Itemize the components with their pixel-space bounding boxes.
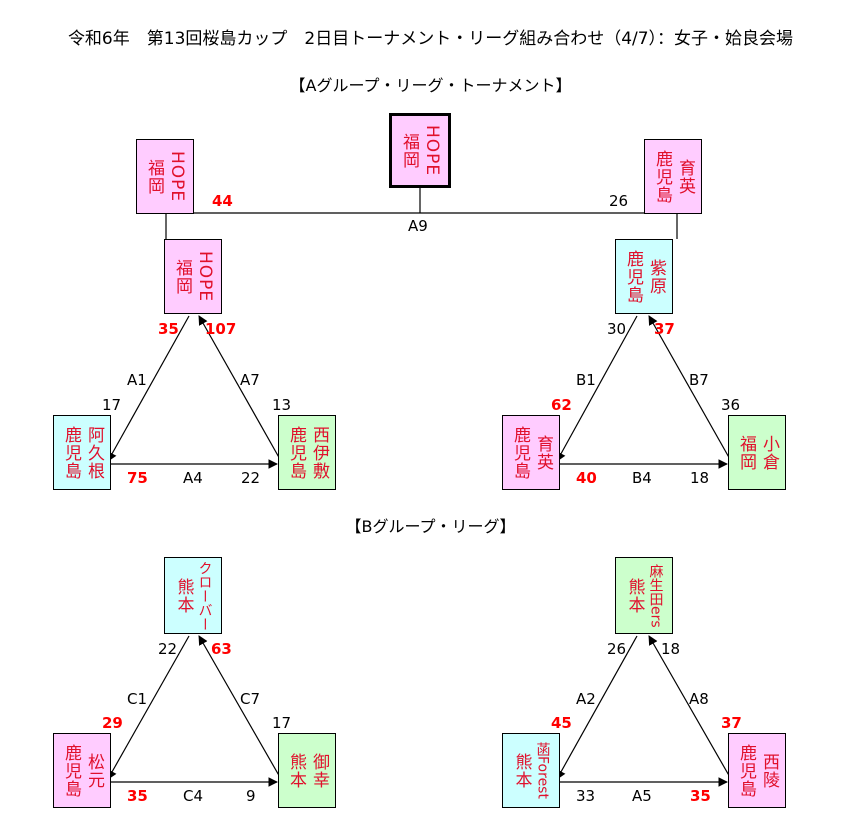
team-name: 松元 bbox=[84, 752, 104, 789]
team-box-hope-left: HOPE 福岡 bbox=[136, 139, 194, 214]
score-b1-top-left: 22 bbox=[158, 640, 178, 658]
team-region: 熊本 bbox=[173, 577, 194, 614]
match-c1: C1 bbox=[127, 690, 148, 708]
team-name: 西陵 bbox=[759, 752, 779, 789]
score-a2-top-right: 37 bbox=[654, 320, 675, 338]
score-b1-left-top: 29 bbox=[102, 714, 123, 732]
match-b1: B1 bbox=[576, 371, 596, 389]
score-a1-top-left: 35 bbox=[158, 320, 179, 338]
team-region: 鹿児島 bbox=[652, 149, 672, 204]
score-a2-left-top: 62 bbox=[551, 396, 572, 414]
section-a-title: 【Aグループ・リーグ・トーナメント】 bbox=[289, 76, 572, 95]
team-region: 鹿児島 bbox=[510, 425, 530, 480]
score-b2-top-right: 18 bbox=[661, 640, 681, 658]
final-match-label: A9 bbox=[408, 217, 428, 235]
match-a2: A2 bbox=[576, 690, 596, 708]
team-box-matsumoto: 松元 鹿児島 bbox=[53, 733, 111, 808]
team-name: 小倉 bbox=[759, 434, 779, 471]
team-name: 麻生田ers bbox=[647, 563, 664, 628]
team-box-forest: 菡Forest 熊本 bbox=[502, 733, 560, 808]
match-a7: A7 bbox=[240, 371, 260, 389]
match-a4: A4 bbox=[183, 469, 203, 487]
score-a1-left-bottom: 75 bbox=[127, 469, 148, 487]
score-b1-right-bottom: 9 bbox=[246, 787, 256, 805]
team-box-akune: 阿久根 鹿児島 bbox=[53, 415, 111, 490]
team-box-nishiryo: 西陵 鹿児島 bbox=[728, 733, 786, 808]
team-box-hope-a: HOPE 福岡 bbox=[164, 239, 222, 314]
team-region: 鹿児島 bbox=[623, 249, 643, 304]
team-name: HOPE bbox=[422, 124, 442, 177]
team-name: 育英 bbox=[533, 434, 553, 471]
team-name: 紫原 bbox=[646, 258, 666, 295]
team-box-kokura: 小倉 福岡 bbox=[728, 415, 786, 490]
team-name: 御幸 bbox=[309, 752, 329, 789]
final-left-score: 44 bbox=[212, 192, 233, 210]
team-name: 西伊敷 bbox=[309, 425, 329, 480]
page-title: 令和6年 第13回桜島カップ 2日目トーナメント・リーグ組み合わせ（4/7）：女… bbox=[67, 29, 794, 49]
a1-right-edge bbox=[198, 315, 282, 462]
team-region: 熊本 bbox=[286, 752, 306, 789]
b2-right-edge bbox=[648, 635, 732, 780]
match-a1: A1 bbox=[127, 371, 147, 389]
score-b1-right-top: 17 bbox=[272, 714, 292, 732]
match-a8: A8 bbox=[689, 690, 709, 708]
score-b2-left-bottom: 33 bbox=[576, 787, 596, 805]
score-b2-top-left: 26 bbox=[607, 640, 627, 658]
team-box-ikuei-right: 育英 鹿児島 bbox=[644, 139, 702, 214]
score-b2-left-top: 45 bbox=[551, 714, 572, 732]
b1-right-edge bbox=[198, 635, 282, 780]
score-b1-left-bottom: 35 bbox=[127, 787, 148, 805]
team-box-nishi-izaku: 西伊敷 鹿児島 bbox=[278, 415, 336, 490]
a2-right-edge bbox=[648, 315, 732, 462]
team-name: クローバー bbox=[196, 560, 213, 631]
team-box-clover: クローバー 熊本 bbox=[164, 557, 222, 634]
section-b-title: 【Bグループ・リーグ】 bbox=[345, 517, 516, 536]
team-name: 育英 bbox=[675, 158, 695, 195]
team-box-shibara: 紫原 鹿児島 bbox=[615, 239, 673, 314]
match-b7: B7 bbox=[689, 371, 709, 389]
team-region: 福岡 bbox=[144, 158, 164, 195]
score-a2-left-bottom: 40 bbox=[576, 469, 597, 487]
team-name: 阿久根 bbox=[84, 425, 104, 480]
team-name: 菡Forest bbox=[534, 742, 551, 799]
score-a1-top-right: 107 bbox=[205, 320, 237, 338]
team-region: 鹿児島 bbox=[736, 743, 756, 798]
team-region: 福岡 bbox=[736, 434, 756, 471]
b1-left-edge bbox=[107, 635, 190, 780]
team-box-miyuki: 御幸 熊本 bbox=[278, 733, 336, 808]
team-region: 鹿児島 bbox=[286, 425, 306, 480]
match-a5: A5 bbox=[632, 787, 652, 805]
team-region: 福岡 bbox=[172, 258, 192, 295]
score-a1-right-bottom: 22 bbox=[241, 469, 261, 487]
team-region: 熊本 bbox=[511, 752, 532, 789]
team-region: 福岡 bbox=[399, 132, 419, 169]
team-name: HOPE bbox=[195, 250, 215, 303]
score-a1-right-top: 13 bbox=[272, 396, 292, 414]
score-a2-top-left: 30 bbox=[607, 320, 627, 338]
score-a2-right-bottom: 18 bbox=[690, 469, 710, 487]
team-box-ikuei-b: 育英 鹿児島 bbox=[502, 415, 560, 490]
match-c7: C7 bbox=[240, 690, 261, 708]
a2-left-edge bbox=[556, 315, 638, 462]
team-region: 鹿児島 bbox=[61, 425, 81, 480]
b2-left-edge bbox=[556, 635, 638, 780]
score-a2-right-top: 36 bbox=[721, 396, 741, 414]
team-box-asoda: 麻生田ers 熊本 bbox=[615, 557, 673, 634]
score-b1-top-right: 63 bbox=[211, 640, 232, 658]
score-b2-right-top: 37 bbox=[721, 714, 742, 732]
score-b2-right-bottom: 35 bbox=[690, 787, 711, 805]
team-box-champion: HOPE 福岡 bbox=[389, 113, 451, 188]
team-name: HOPE bbox=[167, 150, 187, 203]
a1-left-edge bbox=[107, 315, 190, 462]
final-right-score: 26 bbox=[609, 192, 629, 210]
score-a1-left-top: 17 bbox=[102, 396, 122, 414]
match-c4: C4 bbox=[183, 787, 204, 805]
match-b4: B4 bbox=[632, 469, 652, 487]
team-region: 鹿児島 bbox=[61, 743, 81, 798]
team-region: 熊本 bbox=[624, 577, 645, 614]
